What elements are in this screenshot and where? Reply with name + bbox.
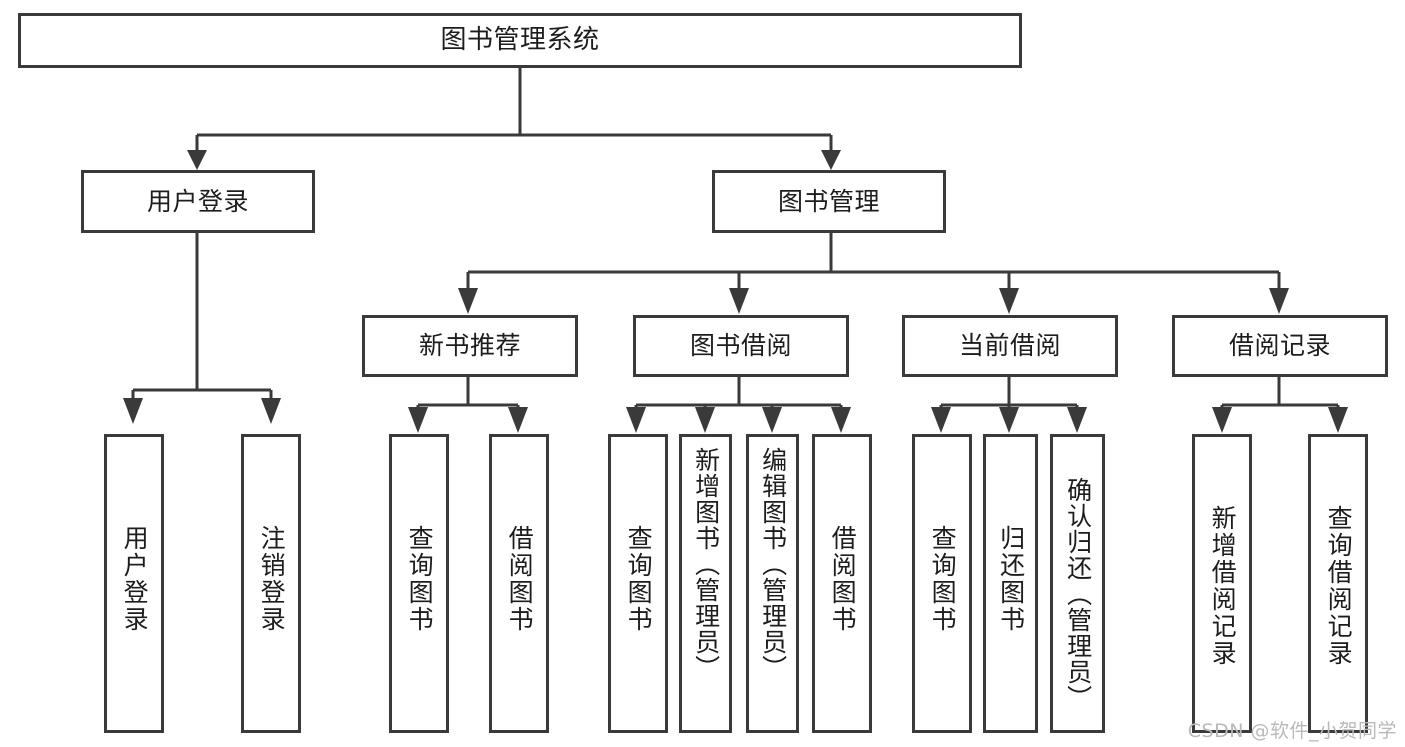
arrow-root-to-user-login — [187, 150, 207, 170]
arrow-cb-c3 — [1067, 407, 1087, 433]
node-borrow-record[interactable]: 借阅记录 — [1172, 315, 1388, 377]
node-leaf-user-logout[interactable]: 注销登录 — [241, 434, 301, 733]
node-leaf-add-book-label: 新增图书（管理员） — [691, 447, 721, 681]
node-book-borrow-label: 图书借阅 — [689, 331, 792, 361]
arrow-bm-to-book-borrow — [729, 288, 749, 314]
node-book-manage-label: 图书管理 — [777, 186, 880, 216]
node-leaf-query-book-1[interactable]: 查询图书 — [389, 434, 449, 733]
node-leaf-query-book-3[interactable]: 查询图书 — [912, 434, 972, 733]
node-leaf-edit-book[interactable]: 编辑图书（管理员） — [746, 434, 799, 733]
arrow-bb-c1 — [626, 407, 646, 433]
arrow-user-login-c2 — [261, 398, 281, 424]
arrow-bm-to-current-borrow — [999, 288, 1019, 314]
node-leaf-add-record-label: 新增借阅记录 — [1208, 505, 1238, 667]
arrow-nbr-c1 — [408, 407, 428, 433]
node-user-login-label: 用户登录 — [146, 186, 249, 216]
arrow-bm-to-new-book-recommend — [458, 288, 478, 314]
node-leaf-confirm-return[interactable]: 确认归还（管理员） — [1050, 434, 1105, 733]
node-borrow-record-label: 借阅记录 — [1228, 331, 1331, 361]
node-root-label: 图书管理系统 — [440, 25, 600, 56]
node-leaf-user-logout-label: 注销登录 — [257, 525, 287, 633]
arrow-nbr-c2 — [508, 407, 528, 433]
node-current-borrow[interactable]: 当前借阅 — [902, 315, 1118, 377]
arrow-bb-c3 — [762, 407, 782, 433]
arrow-user-login-c1 — [123, 398, 143, 424]
arrow-cb-c1 — [931, 407, 951, 433]
arrow-br-c2 — [1328, 407, 1348, 433]
node-current-borrow-label: 当前借阅 — [958, 331, 1061, 361]
node-leaf-borrow-book-2[interactable]: 借阅图书 — [812, 434, 872, 733]
node-leaf-return-book-label: 归还图书 — [996, 525, 1026, 633]
csdn-watermark: CSDN @软件_小贺同学 — [1187, 720, 1397, 742]
arrow-bb-c2 — [695, 407, 715, 433]
arrow-bm-to-borrow-record — [1269, 288, 1289, 314]
node-leaf-edit-book-label: 编辑图书（管理员） — [758, 447, 788, 681]
arrow-bb-c4 — [831, 407, 851, 433]
node-leaf-add-record[interactable]: 新增借阅记录 — [1192, 434, 1252, 733]
node-leaf-query-book-2-label: 查询图书 — [624, 525, 654, 633]
node-book-borrow[interactable]: 图书借阅 — [633, 315, 849, 377]
node-book-manage[interactable]: 图书管理 — [712, 170, 946, 233]
node-leaf-query-book-2[interactable]: 查询图书 — [608, 434, 668, 733]
node-leaf-query-record-label: 查询借阅记录 — [1324, 505, 1354, 667]
node-leaf-user-login[interactable]: 用户登录 — [104, 434, 164, 733]
arrow-root-to-book-manage — [821, 150, 841, 170]
node-user-login[interactable]: 用户登录 — [81, 170, 315, 233]
node-root[interactable]: 图书管理系统 — [18, 13, 1022, 68]
node-leaf-user-login-label: 用户登录 — [120, 525, 150, 633]
node-new-book-recommend-label: 新书推荐 — [418, 331, 521, 361]
node-leaf-borrow-book-1-label: 借阅图书 — [505, 525, 535, 633]
node-leaf-confirm-return-label: 确认归还（管理员） — [1063, 477, 1093, 711]
arrow-cb-c2 — [999, 407, 1019, 433]
node-leaf-query-book-1-label: 查询图书 — [405, 525, 435, 633]
node-new-book-recommend[interactable]: 新书推荐 — [362, 315, 578, 377]
node-leaf-borrow-book-1[interactable]: 借阅图书 — [489, 434, 549, 733]
node-leaf-add-book[interactable]: 新增图书（管理员） — [679, 434, 732, 733]
node-leaf-return-book[interactable]: 归还图书 — [983, 434, 1038, 733]
node-leaf-borrow-book-2-label: 借阅图书 — [828, 525, 858, 633]
arrow-br-c1 — [1212, 407, 1232, 433]
node-leaf-query-record[interactable]: 查询借阅记录 — [1308, 434, 1368, 733]
node-leaf-query-book-3-label: 查询图书 — [928, 525, 958, 633]
